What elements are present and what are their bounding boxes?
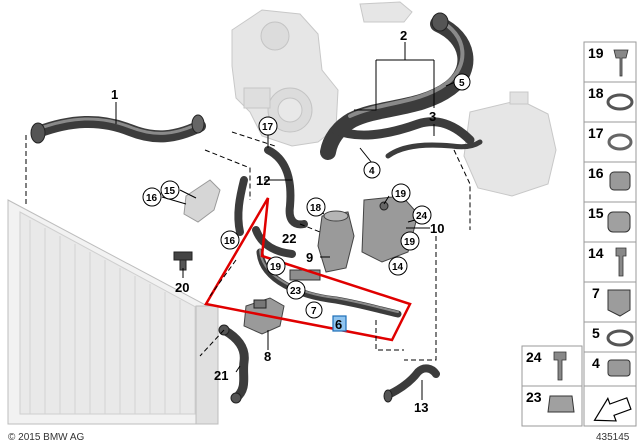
callout-part-23[interactable]: 23: [286, 280, 306, 300]
connector-icon: [607, 211, 631, 233]
panel-cell-14[interactable]: 14: [583, 241, 637, 283]
svg-text:4: 4: [369, 166, 375, 177]
svg-text:24: 24: [526, 349, 542, 365]
hose-part-13[interactable]: [383, 364, 440, 403]
panel-cell-15[interactable]: 15: [583, 201, 637, 243]
part-labels: 1 2 3 12 10 22 9 20 8 21 13 6 5 4 17 15 …: [111, 28, 471, 415]
svg-text:18: 18: [588, 85, 604, 101]
callout-part-19b[interactable]: 19: [400, 231, 420, 251]
svg-text:14: 14: [392, 262, 404, 273]
bracket-part-10[interactable]: [361, 195, 419, 263]
svg-text:18: 18: [310, 203, 322, 214]
hose-part-2[interactable]: [320, 12, 475, 160]
label-part-1[interactable]: 1: [111, 87, 118, 102]
callout-part-5[interactable]: 5: [453, 73, 471, 91]
parts-panel: 19 18 17 16 15 14 7: [521, 41, 637, 428]
callout-part-7[interactable]: 7: [305, 301, 323, 319]
svg-text:7: 7: [311, 306, 317, 317]
hose-part-4[interactable]: [385, 139, 483, 159]
diagram-number: 435145: [596, 432, 630, 443]
svg-text:17: 17: [262, 122, 274, 133]
svg-text:19: 19: [395, 189, 407, 200]
label-part-12[interactable]: 12: [256, 173, 270, 188]
hose-part-1[interactable]: [30, 114, 206, 144]
svg-text:23: 23: [290, 286, 302, 297]
svg-text:7: 7: [592, 285, 600, 301]
leader-lines: [25, 42, 471, 400]
svg-text:4: 4: [592, 355, 600, 371]
label-part-9[interactable]: 9: [306, 250, 313, 265]
label-part-22[interactable]: 22: [282, 231, 296, 246]
panel-cell-7[interactable]: 7: [583, 281, 637, 323]
callout-part-19c[interactable]: 19: [266, 256, 286, 276]
panel-cell-17[interactable]: 17: [583, 121, 637, 163]
expansion-tank-ghost: [463, 91, 557, 197]
clamp-part-15[interactable]: [183, 179, 221, 223]
svg-text:5: 5: [592, 325, 600, 341]
screw-icon: [613, 49, 629, 77]
svg-text:19: 19: [270, 262, 282, 273]
label-part-13[interactable]: 13: [414, 400, 428, 415]
svg-text:14: 14: [588, 245, 604, 261]
panel-cell-5[interactable]: 5: [583, 321, 637, 353]
copyright-text: © 2015 BMW AG: [8, 432, 85, 443]
engine-component-ghost: [231, 1, 413, 147]
highlighted-part-outline: [204, 197, 412, 342]
label-part-3[interactable]: 3: [429, 109, 436, 124]
svg-text:19: 19: [588, 45, 604, 61]
label-part-8[interactable]: 8: [264, 349, 271, 364]
svg-text:15: 15: [164, 186, 176, 197]
callout-part-18[interactable]: 18: [306, 197, 326, 217]
radiator: [7, 199, 219, 425]
panel-cell-4[interactable]: 4: [583, 351, 637, 387]
svg-text:24: 24: [416, 211, 428, 222]
panel-cell-16[interactable]: 16: [583, 161, 637, 203]
label-part-10[interactable]: 10: [430, 221, 444, 236]
panel-cell-19[interactable]: 19: [583, 41, 637, 83]
quick-coupling-icon: [609, 171, 631, 191]
spring-clamp-icon: [607, 133, 633, 151]
hose-clamp-icon: [606, 93, 634, 111]
panel-cell-24[interactable]: 24: [521, 345, 583, 387]
reference-arrow-icon: [593, 397, 632, 422]
label-part-6[interactable]: 6: [335, 317, 342, 332]
svg-text:5: 5: [459, 78, 465, 89]
callout-part-24[interactable]: 24: [412, 205, 432, 225]
screw-bolt-icon: [553, 351, 567, 381]
svg-text:19: 19: [404, 237, 416, 248]
clip-icon: [607, 289, 631, 317]
valve-part-9[interactable]: [317, 210, 355, 273]
callout-part-14[interactable]: 14: [388, 256, 408, 276]
hose-part-21[interactable]: [218, 324, 249, 404]
svg-text:16: 16: [224, 236, 236, 247]
panel-cell-arrow[interactable]: [583, 385, 637, 428]
label-part-2[interactable]: 2: [400, 28, 407, 43]
hose-part-22[interactable]: [252, 226, 296, 258]
callout-part-16b[interactable]: 16: [220, 230, 240, 250]
svg-text:16: 16: [146, 193, 158, 204]
callout-part-17[interactable]: 17: [258, 116, 278, 136]
svg-text:23: 23: [526, 389, 542, 405]
connector-part-23[interactable]: [289, 269, 321, 281]
svg-text:17: 17: [588, 125, 604, 141]
svg-text:15: 15: [588, 205, 604, 221]
svg-text:16: 16: [588, 165, 604, 181]
sensor-part-20[interactable]: [173, 251, 193, 271]
label-part-20[interactable]: 20: [175, 280, 189, 295]
callout-part-4[interactable]: 4: [363, 161, 381, 179]
highlight-box-part-6: [332, 315, 347, 332]
hose-part-12[interactable]: [234, 146, 308, 236]
cap-icon: [547, 395, 575, 413]
bolt-icon: [615, 247, 627, 277]
callout-part-15[interactable]: 15: [160, 180, 180, 200]
panel-cell-23[interactable]: 23: [521, 385, 583, 427]
label-part-21[interactable]: 21: [214, 368, 228, 383]
panel-cell-18[interactable]: 18: [583, 81, 637, 123]
callout-part-16a[interactable]: 16: [142, 187, 162, 207]
sleeve-icon: [607, 359, 631, 377]
callout-part-19a[interactable]: 19: [391, 183, 411, 203]
band-clamp-icon: [606, 329, 634, 347]
